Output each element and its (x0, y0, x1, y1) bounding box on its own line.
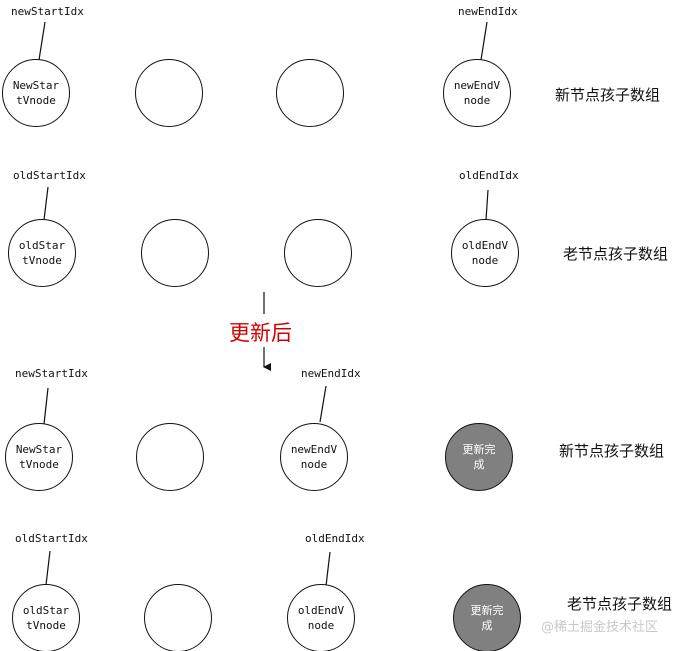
pointer-line (45, 550, 51, 586)
old-end-idx-label: oldEndIdx (305, 532, 365, 545)
old-end-vnode: oldEndV node (451, 219, 519, 287)
node-text-line: NewStar (12, 79, 60, 92)
new-start-vnode: NewStar tVnode (2, 59, 70, 127)
new-start-vnode: NewStar tVnode (5, 423, 73, 491)
node-text-line: tVnode (16, 94, 56, 107)
update-done-node: 更新完 成 (445, 423, 513, 491)
pointer-line (319, 385, 327, 423)
node-text-line: newEndV (453, 79, 501, 92)
node-text-line: oldStar (22, 604, 70, 617)
pointer-line (325, 551, 331, 587)
watermark: @稀土掘金技术社区 (541, 620, 659, 635)
old-start-vnode: oldStar tVnode (12, 584, 80, 651)
pointer-line (43, 387, 49, 425)
new-end-vnode: newEndV node (443, 59, 511, 127)
pointer-line (43, 186, 49, 221)
old-children-array-label: 老节点孩子数组 (567, 595, 673, 613)
node-text-line: oldEndV (461, 239, 509, 252)
update-label: 更新后 (229, 321, 292, 345)
new-end-vnode: newEndV node (280, 423, 348, 491)
new-start-idx-label: newStartIdx (11, 5, 84, 18)
node-text-line: tVnode (22, 254, 62, 267)
node-text-line: node (471, 254, 499, 267)
new-children-array-label: 新节点孩子数组 (559, 442, 665, 460)
empty-vnode (135, 59, 203, 127)
empty-vnode (141, 219, 209, 287)
node-text-line: oldEndV (297, 604, 345, 617)
new-start-idx-label: newStartIdx (15, 367, 88, 380)
empty-vnode (136, 423, 204, 491)
old-start-vnode: oldStar tVnode (8, 219, 76, 287)
new-end-idx-label: newEndIdx (458, 5, 518, 18)
node-text-line: 更新完 (462, 443, 496, 456)
old-start-idx-label: oldStartIdx (15, 532, 88, 545)
node-text-line: node (463, 94, 491, 107)
update-done-node: 更新完 成 (453, 584, 521, 651)
node-text-line: tVnode (26, 619, 66, 632)
new-end-idx-label: newEndIdx (301, 367, 361, 380)
node-text-line: tVnode (19, 458, 59, 471)
node-text-line: 成 (481, 619, 493, 632)
node-text-line: NewStar (15, 443, 63, 456)
empty-vnode (276, 59, 344, 127)
pointer-line (485, 189, 489, 221)
old-end-idx-label: oldEndIdx (459, 169, 519, 182)
old-end-vnode: oldEndV node (287, 584, 355, 651)
node-text-line: node (300, 458, 328, 471)
pointer-line (38, 21, 46, 61)
new-children-array-label: 新节点孩子数组 (555, 86, 661, 104)
node-text-line: newEndV (290, 443, 338, 456)
old-start-idx-label: oldStartIdx (13, 169, 86, 182)
old-children-array-label: 老节点孩子数组 (563, 245, 669, 263)
empty-vnode (144, 584, 212, 651)
empty-vnode (284, 219, 352, 287)
node-text-line: 更新完 (470, 604, 504, 617)
node-text-line: oldStar (18, 239, 66, 252)
node-text-line: node (307, 619, 335, 632)
pointer-line (480, 21, 488, 61)
node-text-line: 成 (473, 458, 485, 471)
